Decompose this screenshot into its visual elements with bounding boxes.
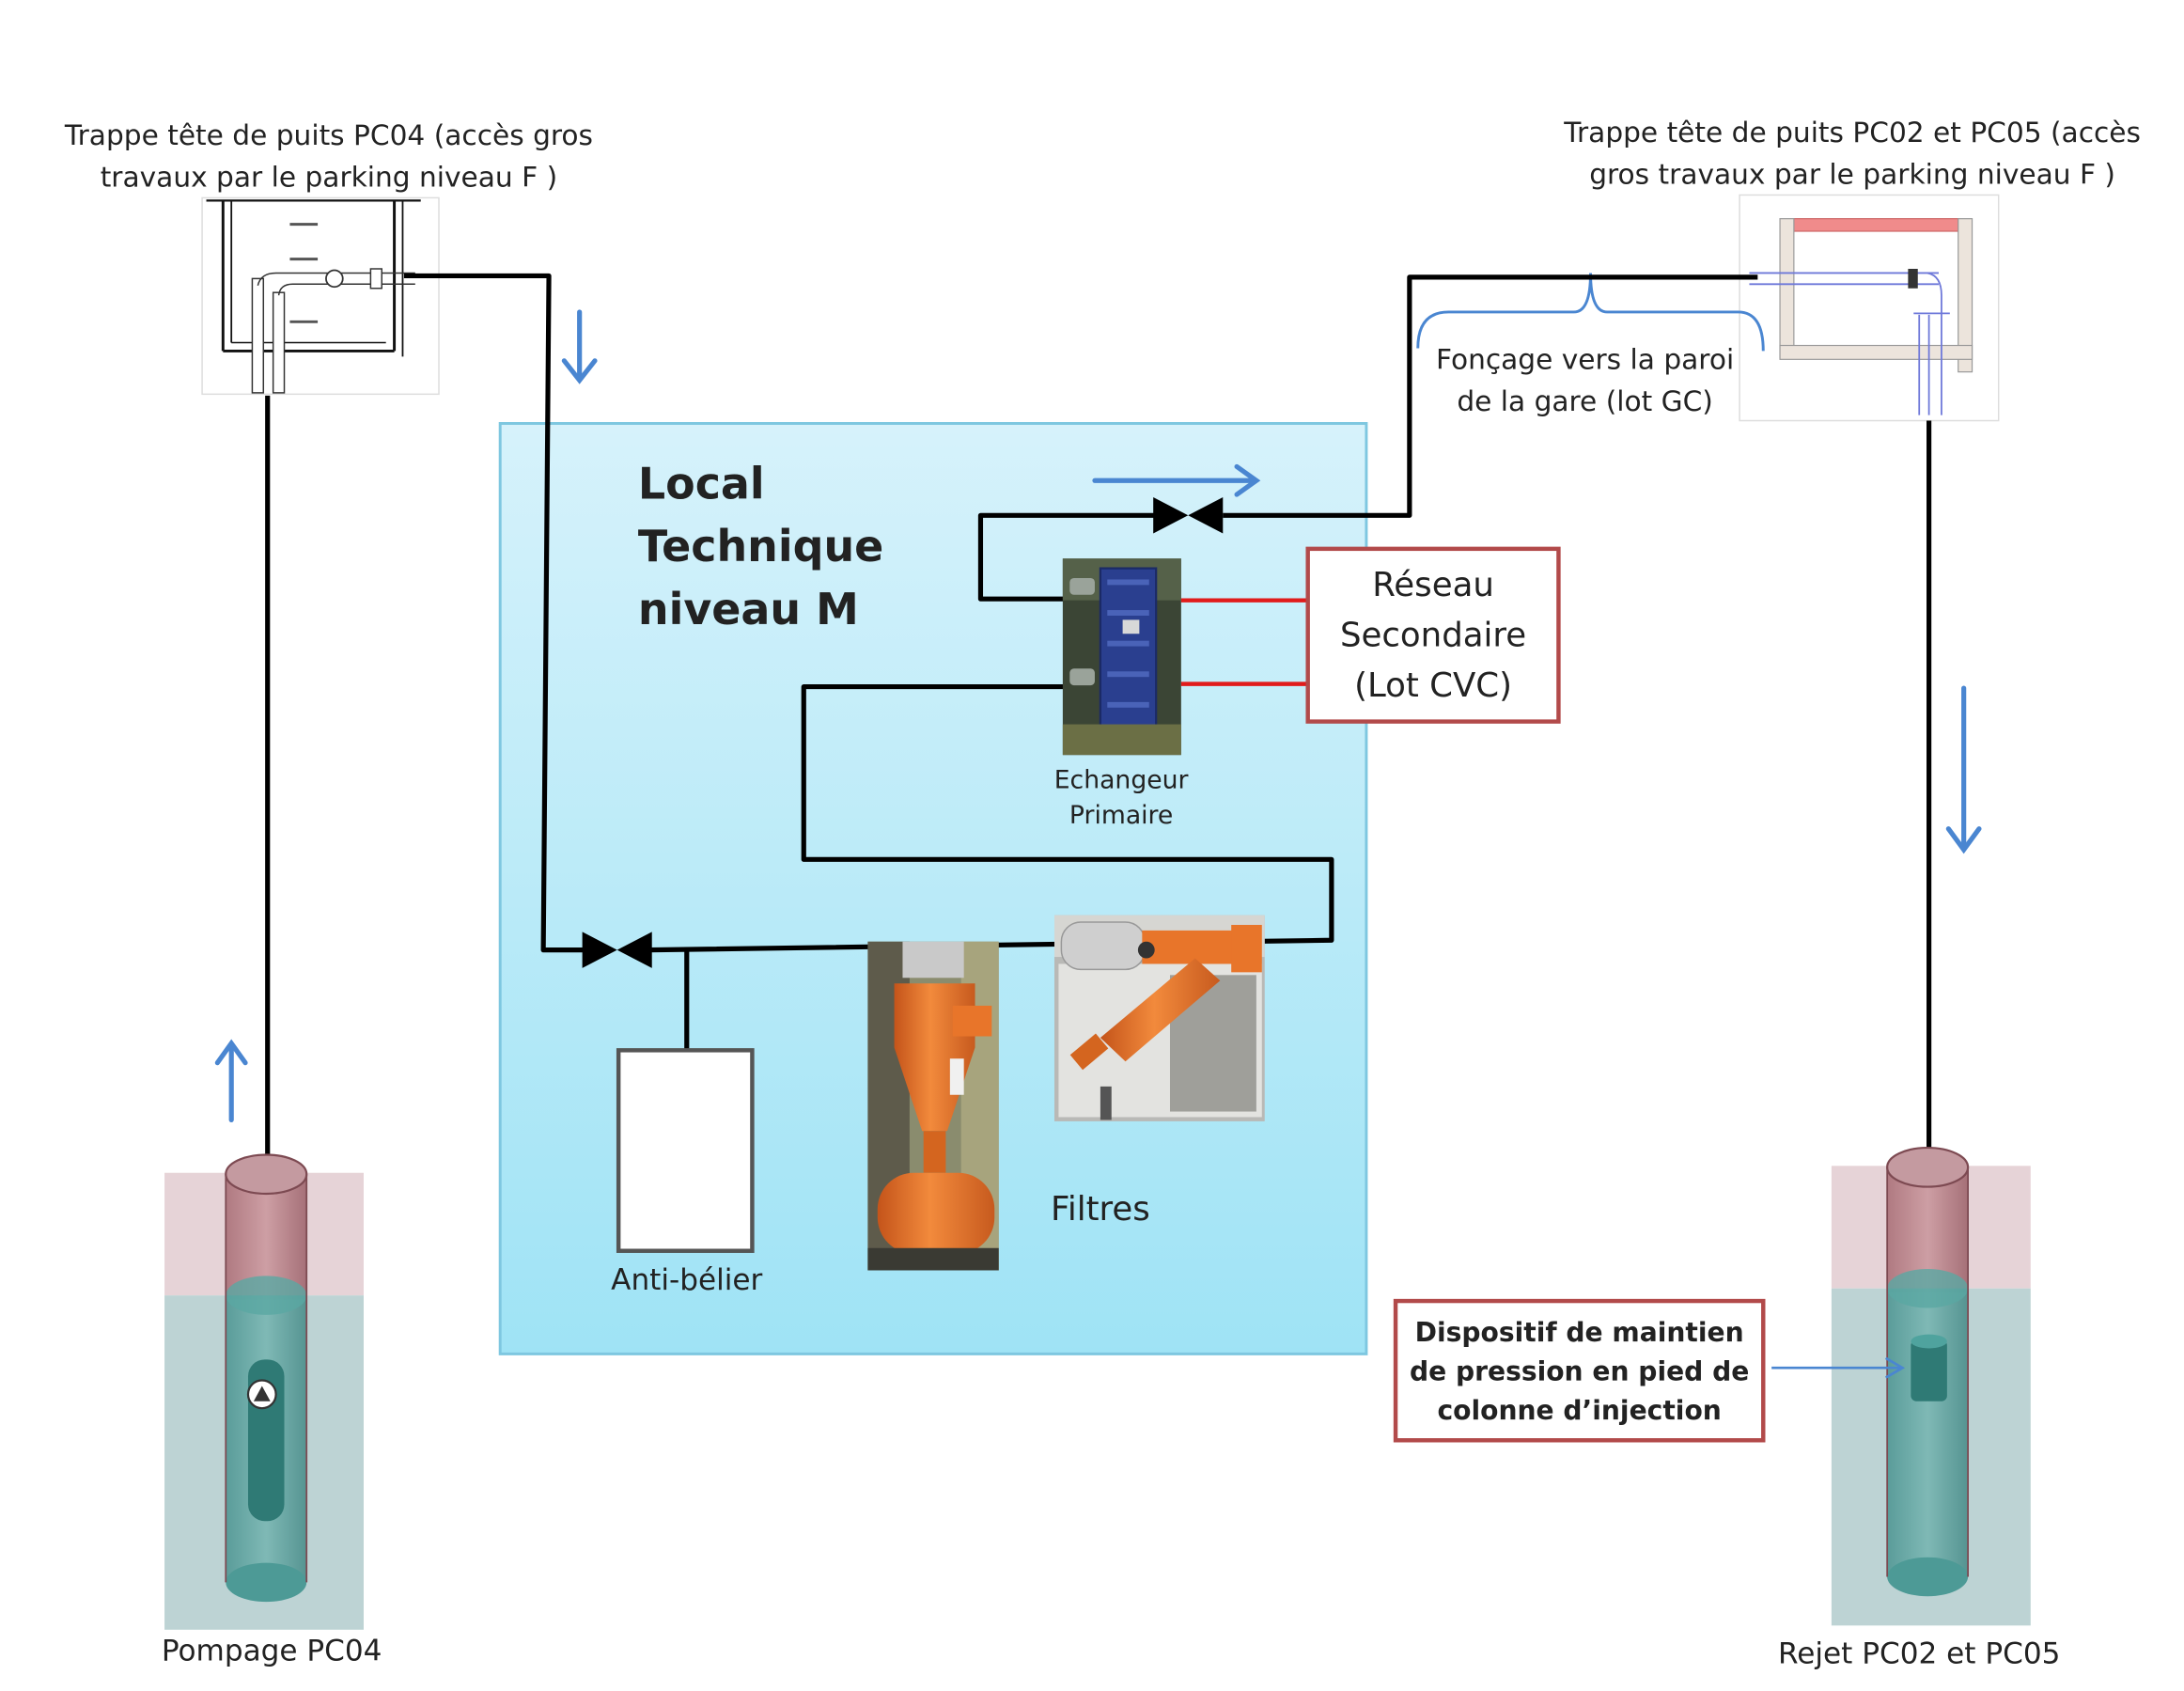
local-technique-title-line3: niveau M: [638, 584, 859, 634]
valve-outlet: [1153, 497, 1224, 534]
trappe-pc02-drawing: [1739, 194, 2000, 422]
trappe-pc02-label-line1: Trappe tête de puits PC02 et PC05 (accès: [1563, 116, 2141, 149]
secondary-pipes: [1180, 598, 1310, 686]
trappe-pc04-label-line1: Trappe tête de puits PC04 (accès gros: [64, 118, 593, 151]
foncage-brace: [1416, 273, 1765, 352]
local-technique-title-line1: Local: [638, 459, 765, 509]
trappe-pc02-label-line2: gros travaux par le parking niveau F ): [1589, 158, 2115, 191]
flow-arrow-down-right-icon: [1945, 685, 1982, 854]
dispositif-pointer-arrow-icon: [1771, 1356, 1906, 1379]
echangeur-label-line2: Primaire: [1069, 801, 1173, 830]
reseau-secondaire-box: [1305, 546, 1561, 724]
dispositif-label-line2: de pression en pied de: [1410, 1356, 1749, 1387]
pompage-label: Pompage PC04: [162, 1634, 382, 1668]
foncage-label-line1: Fonçage vers la paroi: [1436, 343, 1734, 376]
reseau-label-line3: (Lot CVC): [1354, 666, 1512, 705]
filtres-label: Filtres: [1051, 1190, 1150, 1229]
reseau-label-line1: Réseau: [1372, 566, 1494, 604]
echangeur-primaire-image: [1062, 558, 1181, 756]
trappe-pc04-drawing: [201, 196, 440, 396]
dispositif-label-line3: colonne d’injection: [1437, 1395, 1721, 1426]
anti-belier-vessel: [616, 1048, 755, 1253]
foncage-label-line2: de la gare (lot GC): [1457, 384, 1713, 417]
filtre-y-image: [1053, 915, 1265, 1121]
anti-belier-label: Anti-bélier: [611, 1263, 762, 1297]
flow-arrow-right-icon: [1092, 463, 1261, 497]
reseau-label-line2: Secondaire: [1340, 617, 1526, 655]
flow-arrow-down-icon: [561, 309, 598, 384]
valve-main-inlet: [582, 932, 652, 968]
puits-pompage-pc04: [164, 1153, 364, 1630]
puits-rejet-pc02-pc05: [1831, 1146, 2031, 1626]
trappe-pc04-label-line2: travaux par le parking niveau F ): [101, 161, 557, 194]
flow-arrows: [214, 309, 1982, 1123]
filtre-hydrocyclone-image: [867, 941, 999, 1271]
dispositif-box: [1393, 1298, 1766, 1443]
flow-arrow-up-icon: [214, 1039, 248, 1123]
local-technique-title-line2: Technique: [638, 521, 883, 571]
rejet-label: Rejet PC02 et PC05: [1778, 1636, 2060, 1670]
dispositif-label-line1: Dispositif de maintien: [1415, 1317, 1744, 1348]
echangeur-label-line1: Echangeur: [1054, 766, 1189, 795]
